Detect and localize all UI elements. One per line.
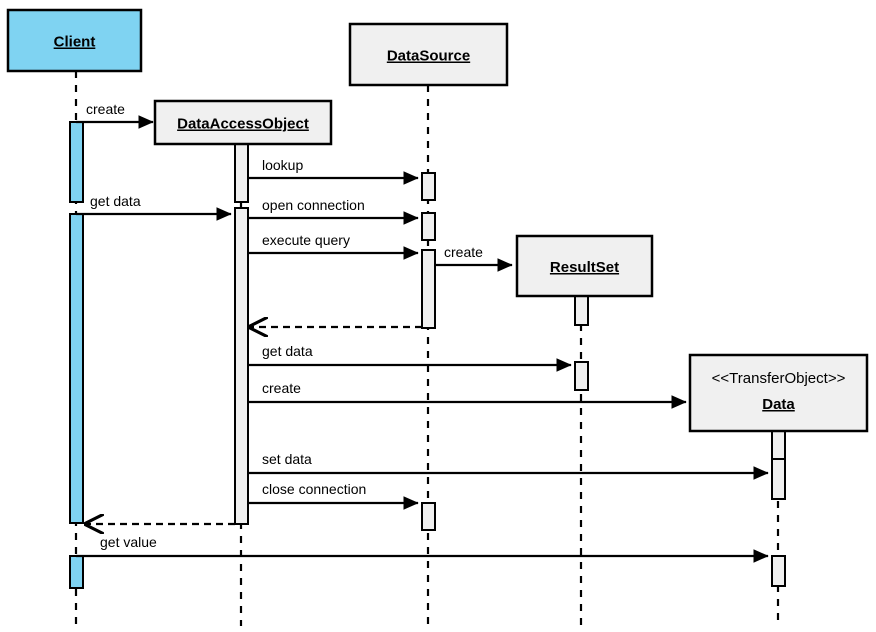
- message-label-msg-lookup: lookup: [262, 157, 303, 173]
- participant-data[interactable]: <<TransferObject>> Data: [688, 353, 869, 433]
- activation-bar-ds-act-2: [421, 212, 436, 241]
- activation-bar-client-act-1: [69, 121, 84, 203]
- participant-box-data[interactable]: [688, 353, 869, 433]
- participant-box-dao[interactable]: [153, 99, 333, 146]
- activation-bar-data-act-2: [771, 458, 786, 500]
- message-label-msg-execute-query: execute query: [262, 232, 350, 248]
- activation-bar-client-act-2: [69, 213, 84, 524]
- message-label-msg-set-data: set data: [262, 451, 312, 467]
- participant-box-resultset[interactable]: [515, 234, 654, 298]
- participant-client[interactable]: Client: [6, 8, 143, 73]
- message-label-msg-get-value: get value: [100, 534, 157, 550]
- message-label-msg-get-data-client: get data: [90, 193, 141, 209]
- message-label-msg-get-data-resultset: get data: [262, 343, 313, 359]
- message-label-msg-create-data: create: [262, 380, 301, 396]
- activation-bar-ds-act-4: [421, 502, 436, 531]
- message-label-msg-close-connection: close connection: [262, 481, 366, 497]
- participant-label-client: Client: [54, 34, 96, 51]
- participant-label-data: Data: [762, 396, 795, 413]
- messages-layer: create lookup get data open connection execu…: [76, 101, 769, 563]
- activation-bar-data-act-1: [771, 430, 786, 460]
- participant-label-resultset: ResultSet: [550, 259, 619, 276]
- participant-dao[interactable]: DataAccessObject: [153, 99, 333, 146]
- message-label-msg-create-dao: create: [86, 101, 125, 117]
- message-label-msg-create-resultset: create: [444, 244, 483, 260]
- message-label-msg-open-connection: open connection: [262, 197, 365, 213]
- participant-resultset[interactable]: ResultSet: [515, 234, 654, 298]
- participant-datasource[interactable]: DataSource: [348, 22, 509, 87]
- activation-bar-ds-act-3: [421, 249, 436, 329]
- participant-label-datasource: DataSource: [387, 48, 470, 65]
- participant-stereotype-data: <<TransferObject>>: [712, 370, 846, 387]
- activation-bar-data-act-3: [771, 555, 786, 587]
- participant-label-dao: DataAccessObject: [177, 116, 309, 133]
- activation-bar-rs-act-2: [574, 361, 589, 391]
- participant-box-datasource[interactable]: [348, 22, 509, 87]
- activations-layer: [69, 121, 786, 589]
- participant-box-client[interactable]: [6, 8, 143, 73]
- activation-bar-ds-act-1: [421, 172, 436, 201]
- activation-bar-rs-act-1: [574, 295, 589, 326]
- activation-bar-client-act-3: [69, 555, 84, 589]
- activation-bar-dao-act-2: [234, 207, 249, 525]
- activation-bar-dao-act-1: [234, 143, 249, 203]
- lifelines-layer: [74, 71, 780, 626]
